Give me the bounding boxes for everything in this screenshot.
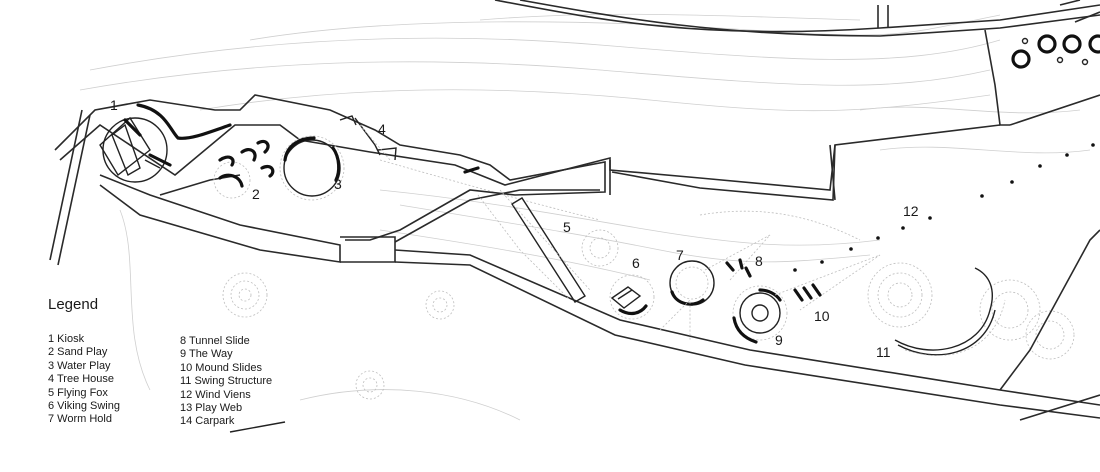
legend-item: 2 Sand Play — [48, 346, 108, 359]
legend-item: 3 Water Play — [48, 359, 111, 372]
legend-item: 14 Carpark — [180, 415, 235, 428]
sand-play — [213, 139, 275, 199]
marker-3: 3 — [334, 176, 342, 192]
marker-11: 11 — [876, 344, 891, 360]
marker-4: 4 — [378, 121, 386, 137]
kiosk — [99, 103, 232, 183]
swing-structure — [894, 267, 1006, 356]
legend-item: 10 Mound Slides — [180, 361, 262, 374]
marker-7: 7 — [676, 247, 684, 263]
legend-item: 9 The Way — [180, 348, 233, 361]
viking-swing — [609, 274, 655, 320]
worm-hold — [659, 260, 715, 340]
legend-column-1: 1 Kiosk 2 Sand Play 3 Water Play 4 Tree … — [48, 333, 120, 427]
marker-1: 1 — [110, 97, 118, 113]
wind-viens — [793, 143, 1095, 272]
marker-12: 12 — [903, 203, 919, 219]
plan-markers: 1 2 3 4 5 6 7 8 9 10 11 12 — [110, 97, 919, 360]
boundary-line — [229, 421, 286, 433]
marker-2: 2 — [252, 186, 260, 202]
legend-item: 7 Worm Hold — [48, 413, 112, 426]
legend-column-2: 8 Tunnel Slide 9 The Way 10 Mound Slides… — [180, 335, 272, 429]
mound-slides — [774, 254, 881, 311]
legend-item: 11 Swing Structure — [180, 375, 273, 388]
pathway — [49, 94, 1100, 421]
tree-house — [339, 115, 397, 161]
terrain-contours — [79, 13, 1091, 421]
legend-item: 6 Viking Swing — [48, 400, 120, 413]
marker-5: 5 — [563, 219, 571, 235]
legend-item: 13 Play Web — [180, 402, 243, 415]
tunnel-slide — [704, 234, 771, 281]
flying-fox — [477, 189, 591, 303]
legend-item: 8 Tunnel Slide — [180, 335, 250, 347]
road — [494, 0, 1100, 126]
marker-10: 10 — [814, 308, 830, 324]
legend-item: 12 Wind Viens — [180, 388, 251, 401]
marker-9: 9 — [775, 332, 783, 348]
legend-item: 1 Kiosk — [48, 333, 85, 345]
carpark — [1011, 34, 1100, 69]
legend-title: Legend — [48, 296, 99, 313]
the-way — [732, 285, 788, 344]
water-play — [279, 135, 345, 201]
legend-item: 4 Tree House — [48, 373, 115, 386]
marker-8: 8 — [755, 253, 763, 269]
legend-item: 5 Flying Fox — [48, 386, 108, 399]
marker-6: 6 — [632, 255, 640, 271]
